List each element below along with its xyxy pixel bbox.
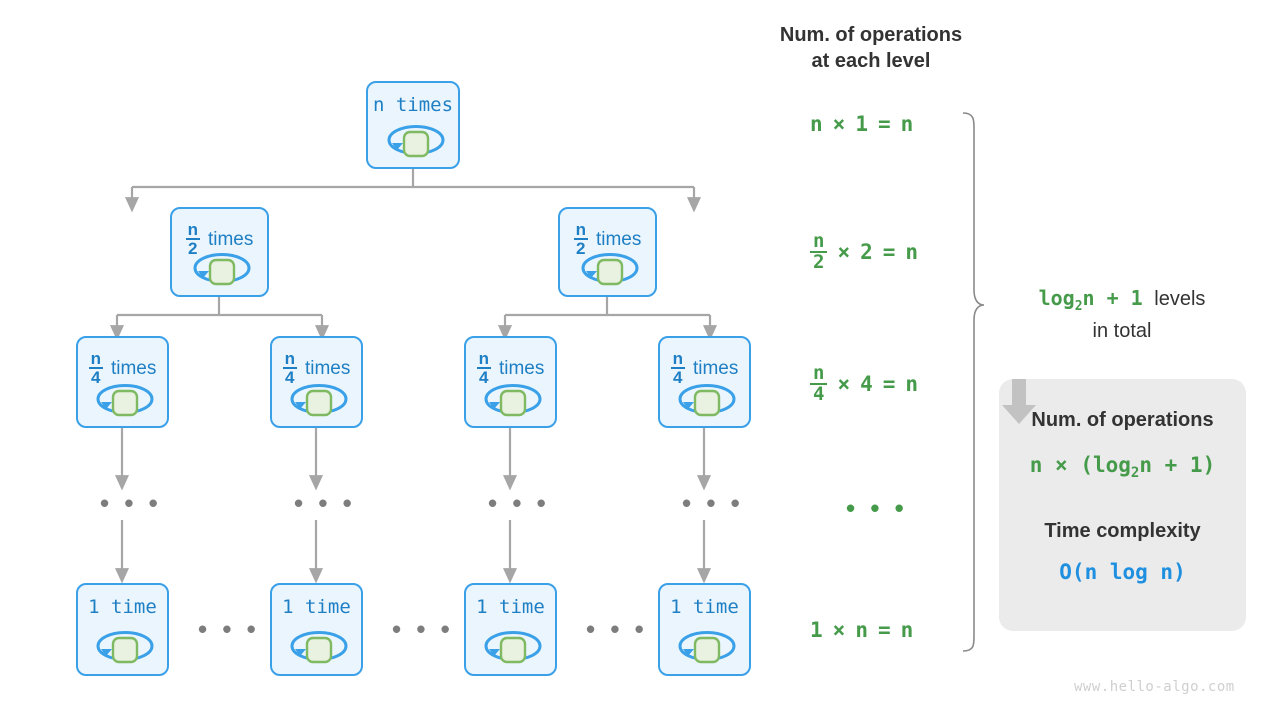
fraction-denominator: 2 (574, 238, 588, 259)
node-label-root: n times (372, 94, 454, 116)
panel-operations-formula: n × (log2n + 1) (1029, 453, 1216, 482)
fraction-n-over-2: n 2 (186, 221, 200, 258)
ops-row-3-fraction: n 4 (810, 362, 828, 405)
tree-node-root[interactable]: n times (366, 81, 460, 169)
tree-node-l3-b[interactable]: n 4 times (270, 336, 363, 428)
fraction-numerator: n (284, 349, 295, 368)
node-label-word: times (110, 357, 157, 379)
tree-node-l2-a[interactable]: n 2 times (170, 207, 269, 297)
ops-row-1-eq: = (877, 112, 891, 136)
fraction-numerator: n (813, 362, 825, 384)
node-label-leaf: 1 time (476, 596, 545, 618)
ops-row-5-op: × (832, 618, 846, 642)
fraction-denominator: 4 (283, 367, 297, 388)
fraction-numerator: n (90, 349, 101, 368)
ops-heading-line2: at each level (811, 50, 931, 72)
ops-row-1: n × 1 = n (810, 114, 913, 135)
ops-row-5-mult: n (855, 618, 868, 642)
ops-row-5: 1 × n = n (810, 620, 913, 641)
ops-row-2-eq: = (882, 239, 896, 264)
ops-row-2-op: × (837, 239, 851, 264)
ops-row-3: n 4 × 4 = n (810, 362, 919, 405)
node-label-word: times (207, 228, 254, 250)
levels-formula-base: 2 (1074, 299, 1083, 314)
levels-formula-rest: n + 1 (1082, 286, 1143, 310)
fraction-denominator: 4 (477, 367, 491, 388)
tree-node-l3-c[interactable]: n 4 times (464, 336, 557, 428)
tree-node-l3-a[interactable]: n 4 times (76, 336, 169, 428)
fraction-denominator: 2 (186, 238, 200, 259)
levels-brace (962, 112, 985, 652)
leaf-gap-ellipsis-3: • • • (586, 614, 648, 644)
fraction-numerator: n (575, 220, 586, 239)
ops-row-2-fraction: n 2 (810, 230, 828, 273)
fraction-n-over-4: n 4 (283, 350, 297, 387)
tree-ellipsis-d: • • • (682, 488, 744, 518)
levels-formula-log: log (1038, 286, 1075, 310)
panel-operations-title: Num. of operations (1031, 409, 1214, 431)
fraction-numerator: n (478, 349, 489, 368)
node-label-leaf: 1 time (282, 596, 351, 618)
ops-row-5-result: n (900, 618, 914, 642)
ops-row-2-result: n (905, 239, 919, 264)
tree-node-leaf-c[interactable]: 1 time (464, 583, 557, 676)
ops-row-3-op: × (837, 371, 851, 396)
node-label-word: times (304, 357, 351, 379)
tree-ellipsis-c: • • • (488, 488, 550, 518)
ops-row-5-eq: = (877, 618, 891, 642)
panel-complexity-title: Time complexity (1044, 520, 1201, 543)
fraction-numerator: n (672, 349, 683, 368)
leaf-gap-ellipsis-2: • • • (392, 614, 454, 644)
tree-ellipsis-a: • • • (100, 488, 162, 518)
node-label-word: times (692, 357, 739, 379)
fraction-n-over-2: n 2 (574, 221, 588, 258)
panel-formula-base: 2 (1130, 465, 1140, 482)
ops-row-5-left: 1 (810, 618, 823, 642)
node-label-word: times (595, 228, 642, 250)
fraction-denominator: 4 (671, 367, 685, 388)
node-label-leaf: 1 time (88, 596, 157, 618)
tree-node-leaf-b[interactable]: 1 time (270, 583, 363, 676)
panel-formula-prefix: n × (log (1029, 453, 1131, 477)
ops-heading-line1: Num. of operations (779, 24, 963, 46)
tree-node-leaf-d[interactable]: 1 time (658, 583, 751, 676)
ops-row-1-result: n (900, 112, 914, 136)
tree-node-leaf-a[interactable]: 1 time (76, 583, 169, 676)
tree-node-l2-b[interactable]: n 2 times (558, 207, 657, 297)
ops-row-1-left: n (810, 112, 823, 136)
ops-row-1-op: × (832, 112, 846, 136)
fraction-denominator: 4 (89, 367, 103, 388)
fraction-denominator: 4 (810, 383, 828, 404)
panel-formula-suffix: n + 1) (1139, 453, 1216, 477)
ops-row-2: n 2 × 2 = n (810, 230, 919, 273)
ops-column-heading: Num. of operations at each level (746, 22, 996, 74)
node-label-leaf: 1 time (670, 596, 739, 618)
summary-panel: Num. of operations n × (log2n + 1) Time … (999, 379, 1246, 631)
panel-complexity-value: O(n log n) (1059, 560, 1186, 585)
levels-note: log2n + 1 levels in total (992, 284, 1252, 346)
fraction-n-over-4: n 4 (671, 350, 685, 387)
leaf-gap-ellipsis-1: • • • (198, 614, 260, 644)
node-label-word: times (498, 357, 545, 379)
fraction-numerator: n (187, 220, 198, 239)
fraction-n-over-4: n 4 (89, 350, 103, 387)
fraction-numerator: n (813, 230, 825, 252)
ops-row-2-mult: 2 (860, 239, 873, 264)
levels-word: levels (1154, 288, 1206, 310)
watermark: www.hello-algo.com (1074, 679, 1235, 695)
tree-ellipsis-b: • • • (294, 488, 356, 518)
ops-row-3-result: n (905, 371, 919, 396)
ops-row-3-mult: 4 (860, 371, 873, 396)
tree-node-l3-d[interactable]: n 4 times (658, 336, 751, 428)
ops-row-1-mult: 1 (855, 112, 868, 136)
ops-row-4-ellipsis: • • • (846, 493, 908, 523)
levels-formula: log2n + 1 (1038, 286, 1143, 314)
fraction-denominator: 2 (810, 251, 828, 272)
fraction-n-over-4: n 4 (477, 350, 491, 387)
levels-note-line2: in total (1092, 319, 1152, 342)
ops-row-3-eq: = (882, 371, 896, 396)
